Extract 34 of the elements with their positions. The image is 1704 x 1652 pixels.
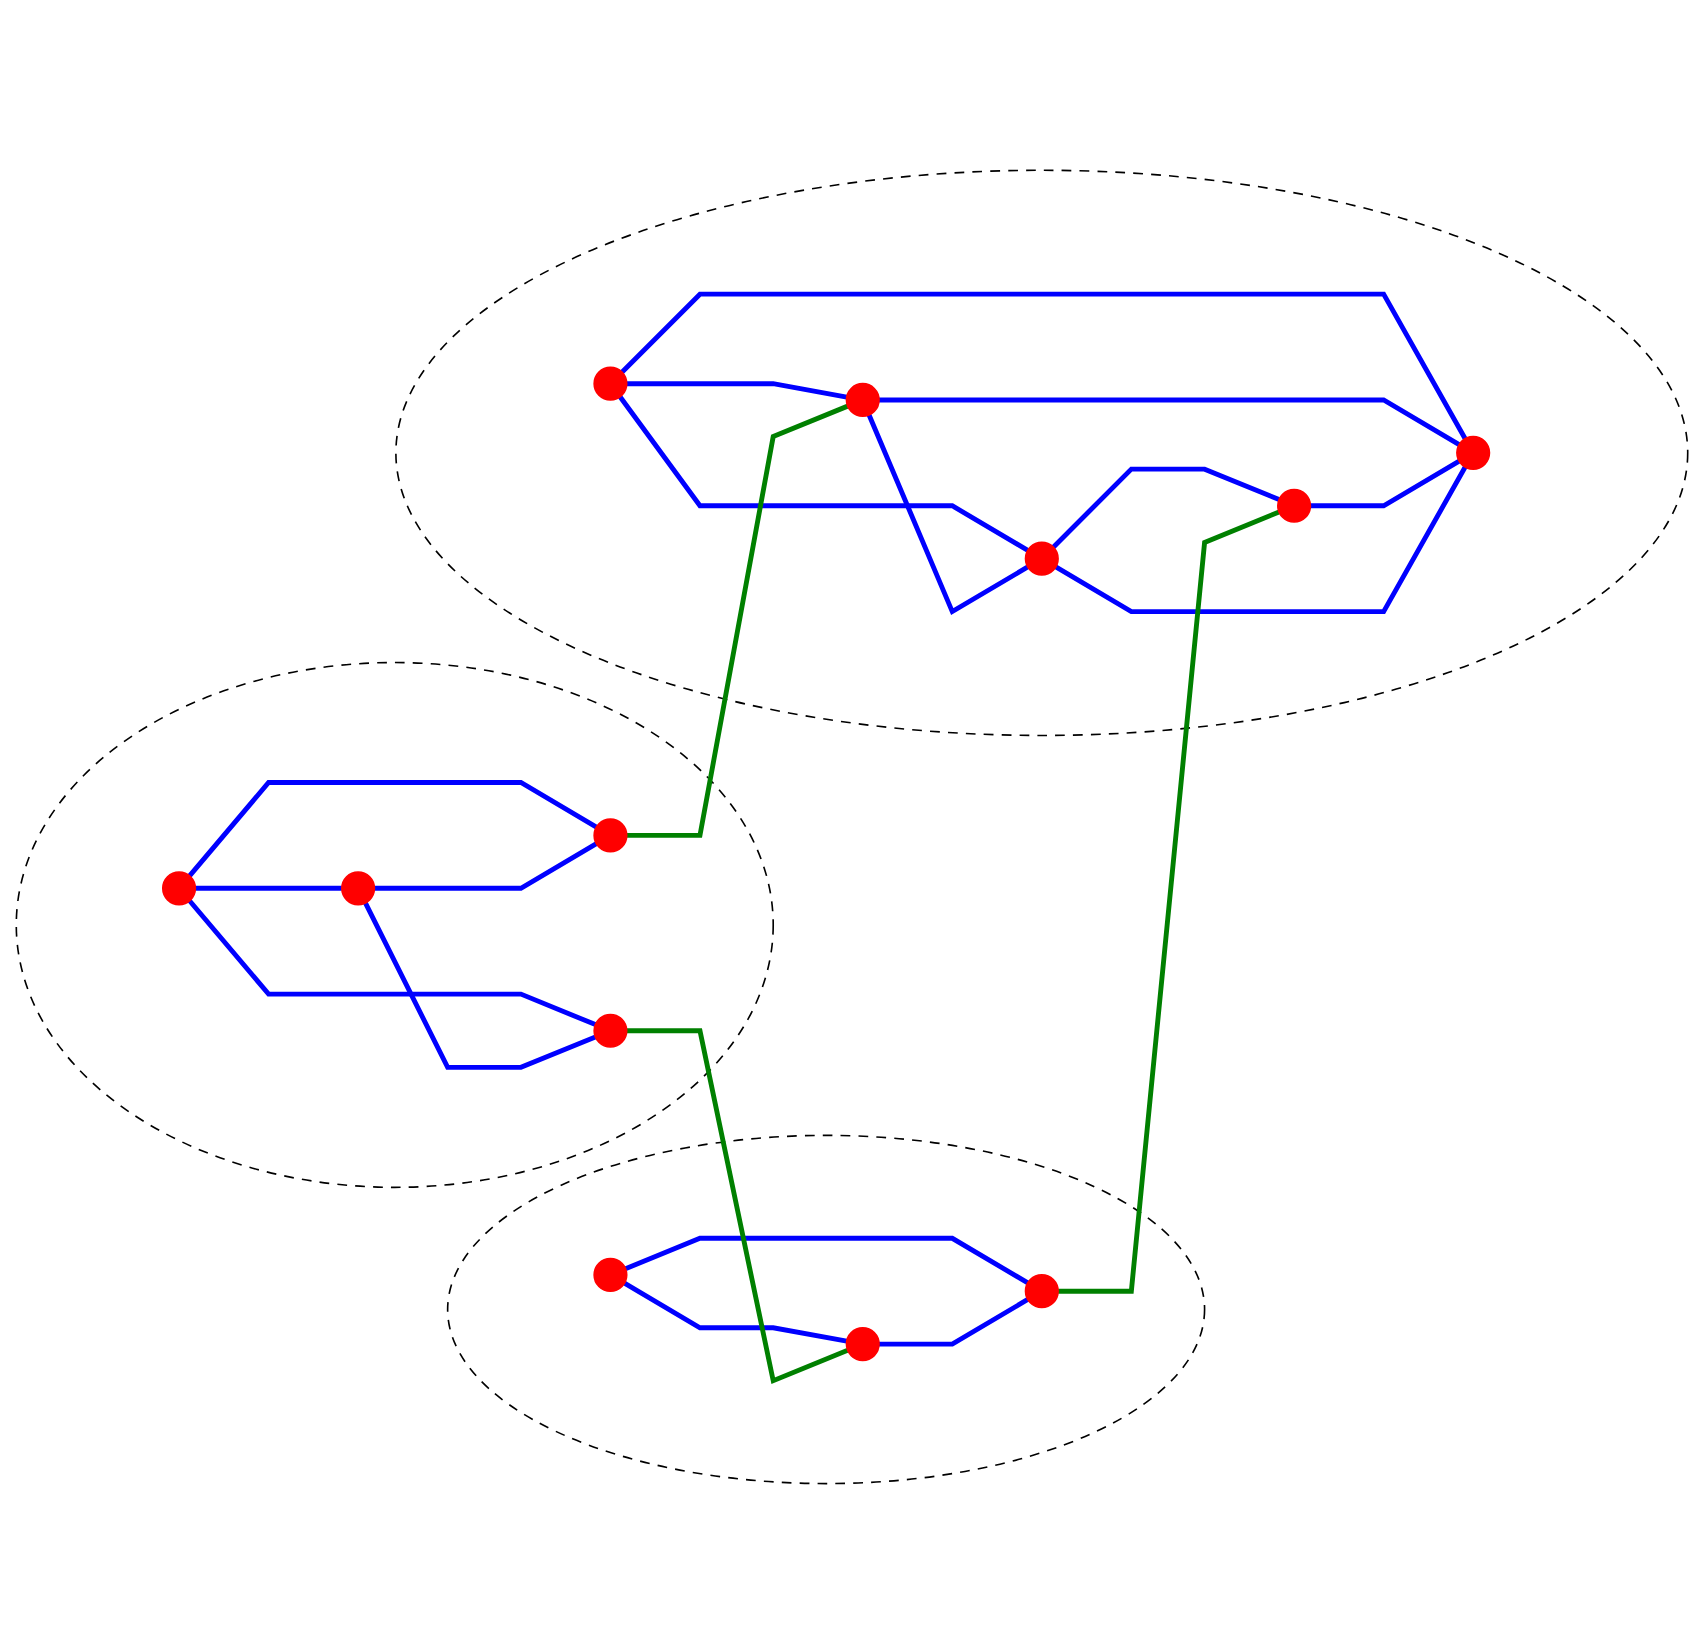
cluster	[395, 168, 1689, 736]
connector	[1310, 458, 1461, 508]
connector	[187, 898, 597, 1026]
connector	[187, 779, 598, 877]
connector	[195, 884, 342, 890]
connector	[1051, 465, 1280, 548]
cluster	[15, 660, 775, 1188]
node-circle	[593, 1256, 628, 1292]
connector	[624, 1234, 1030, 1285]
node-circle	[1456, 434, 1491, 470]
node-circle	[845, 1326, 880, 1361]
connector	[879, 396, 1461, 446]
node-circle	[593, 1012, 628, 1047]
connector	[866, 413, 1030, 615]
node-circle	[161, 870, 197, 905]
node-circle	[1277, 487, 1312, 522]
node-circle	[845, 381, 880, 417]
connector	[626, 402, 849, 837]
connector	[363, 900, 597, 1069]
connector	[626, 1027, 849, 1384]
node-circle	[593, 817, 628, 852]
connector	[626, 380, 848, 399]
connector	[374, 840, 598, 890]
node-circle	[593, 365, 628, 400]
connector	[618, 394, 1030, 552]
connector	[620, 290, 1468, 439]
connector	[879, 1296, 1030, 1346]
node-circle	[1024, 540, 1059, 575]
connector	[1058, 508, 1280, 1293]
node-circle	[341, 870, 376, 905]
connector	[623, 1280, 848, 1343]
connector	[1054, 464, 1468, 614]
node-circle	[1024, 1273, 1059, 1308]
cluster	[446, 1133, 1206, 1484]
